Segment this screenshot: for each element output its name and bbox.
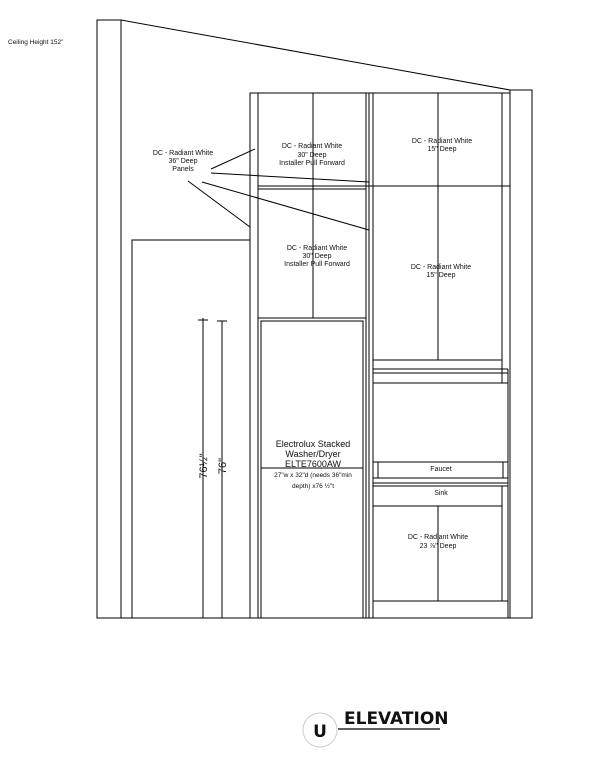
faucet-label: Faucet: [430, 466, 451, 473]
view-title-text: ELEVATION: [344, 709, 449, 729]
svg-text:23 ⅞" Deep: 23 ⅞" Deep: [420, 543, 457, 550]
svg-text:DC - Radiant White: DC - Radiant White: [153, 150, 213, 157]
washer-dryer-label: Electrolux Stacked Washer/Dryer ELTE7600…: [274, 439, 352, 490]
svg-text:27"w x 32"d (needs 36"min: 27"w x 32"d (needs 36"min: [274, 472, 352, 479]
svg-text:depth) x76 ½"t: depth) x76 ½"t: [292, 482, 334, 490]
drawing-lines: [96, 19, 533, 619]
wall-step: [131, 239, 250, 618]
svg-text:Panels: Panels: [172, 166, 194, 173]
panels-label: DC - Radiant White 36" Deep Panels: [153, 150, 213, 173]
leader-line: [201, 181, 370, 231]
svg-text:DC - Radiant White: DC - Radiant White: [408, 534, 468, 541]
sink-label: Sink: [434, 490, 448, 497]
svg-text:30" Deep: 30" Deep: [303, 253, 332, 260]
panel-36-deep: [249, 92, 259, 619]
view-letter: U: [313, 722, 327, 742]
upper-left-cabinet-label: DC - Radiant White 30" Deep Installer Pu…: [279, 143, 345, 167]
svg-text:Electrolux Stacked: Electrolux Stacked: [276, 439, 351, 449]
svg-text:30" Deep: 30" Deep: [298, 152, 327, 159]
faucet-box: [372, 461, 509, 479]
mid-right-cabinet-label: DC - Radiant White 15" Deep: [411, 264, 471, 279]
leader-line: [210, 172, 370, 183]
ceiling-height-label: Ceiling Height 152": [8, 39, 64, 46]
dimension-inner-label: 76": [217, 458, 229, 474]
svg-text:Installer Pull Forward: Installer Pull Forward: [279, 160, 345, 167]
svg-text:36" Deep: 36" Deep: [169, 158, 198, 165]
svg-text:15" Deep: 15" Deep: [428, 146, 457, 153]
svg-text:DC - Radiant White: DC - Radiant White: [411, 264, 471, 271]
right-panel: [509, 89, 533, 619]
svg-text:15" Deep: 15" Deep: [427, 272, 456, 279]
svg-text:ELTE7600AW: ELTE7600AW: [285, 459, 342, 469]
mid-left-cabinet-label: DC - Radiant White 30" Deep Installer Pu…: [284, 245, 350, 268]
upper-right-cabinet-label: DC - Radiant White 15" Deep: [412, 138, 472, 153]
ceiling-slope-line: [120, 19, 511, 91]
dimension-outer-label: 76½": [198, 453, 210, 478]
view-title: U ELEVATION: [302, 709, 449, 748]
svg-text:DC - Radiant White: DC - Radiant White: [412, 138, 472, 145]
svg-text:DC - Radiant White: DC - Radiant White: [287, 245, 347, 252]
svg-text:DC - Radiant White: DC - Radiant White: [282, 143, 342, 150]
view-marker-circle: [302, 712, 338, 748]
sink-base-cabinet-label: DC - Radiant White 23 ⅞" Deep: [408, 534, 468, 550]
leader-line: [187, 180, 251, 228]
leader-line: [210, 148, 256, 170]
left-wall-panel: [96, 19, 122, 619]
svg-text:Washer/Dryer: Washer/Dryer: [285, 449, 340, 459]
svg-text:Installer Pull Forward: Installer Pull Forward: [284, 261, 350, 268]
